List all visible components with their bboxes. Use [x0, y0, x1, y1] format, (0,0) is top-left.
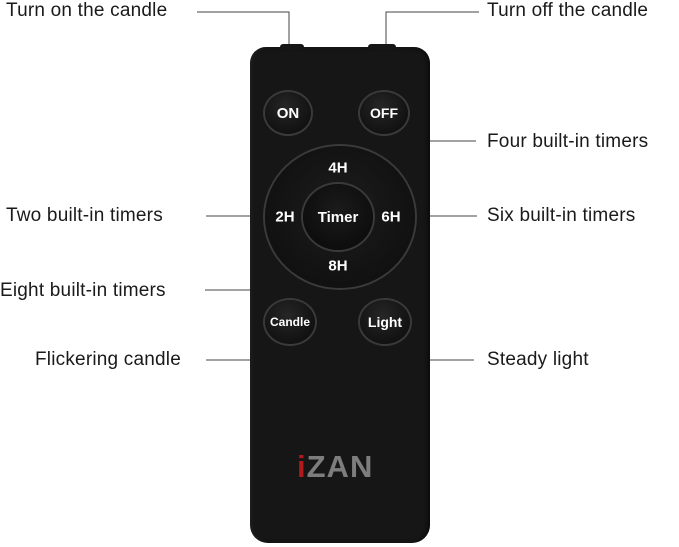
callout-two-timers: Two built-in timers [6, 205, 163, 226]
off-button[interactable]: OFF [360, 92, 408, 134]
callout-turn-on: Turn on the candle [6, 0, 168, 21]
callout-turn-off: Turn off the candle [487, 0, 649, 21]
timer-6h-button[interactable]: 6H [381, 208, 401, 226]
logo-letters-zan: ZAN [306, 449, 374, 484]
callout-steady: Steady light [487, 349, 589, 370]
callout-six-timers: Six built-in timers [487, 205, 636, 226]
timer-button[interactable]: Timer [303, 184, 373, 250]
candle-button[interactable]: Candle [265, 300, 315, 344]
timer-8h-button[interactable]: 8H [328, 257, 348, 275]
callout-flickering: Flickering candle [35, 349, 181, 370]
timer-4h-button[interactable]: 4H [328, 159, 348, 177]
callout-eight-timers: Eight built-in timers [0, 280, 166, 301]
on-button[interactable]: ON [265, 92, 311, 134]
timer-2h-button[interactable]: 2H [275, 208, 295, 226]
light-button[interactable]: Light [360, 300, 410, 344]
callout-four-timers: Four built-in timers [487, 131, 649, 152]
remote-control [250, 44, 430, 543]
logo-letter-i: i [297, 449, 307, 484]
